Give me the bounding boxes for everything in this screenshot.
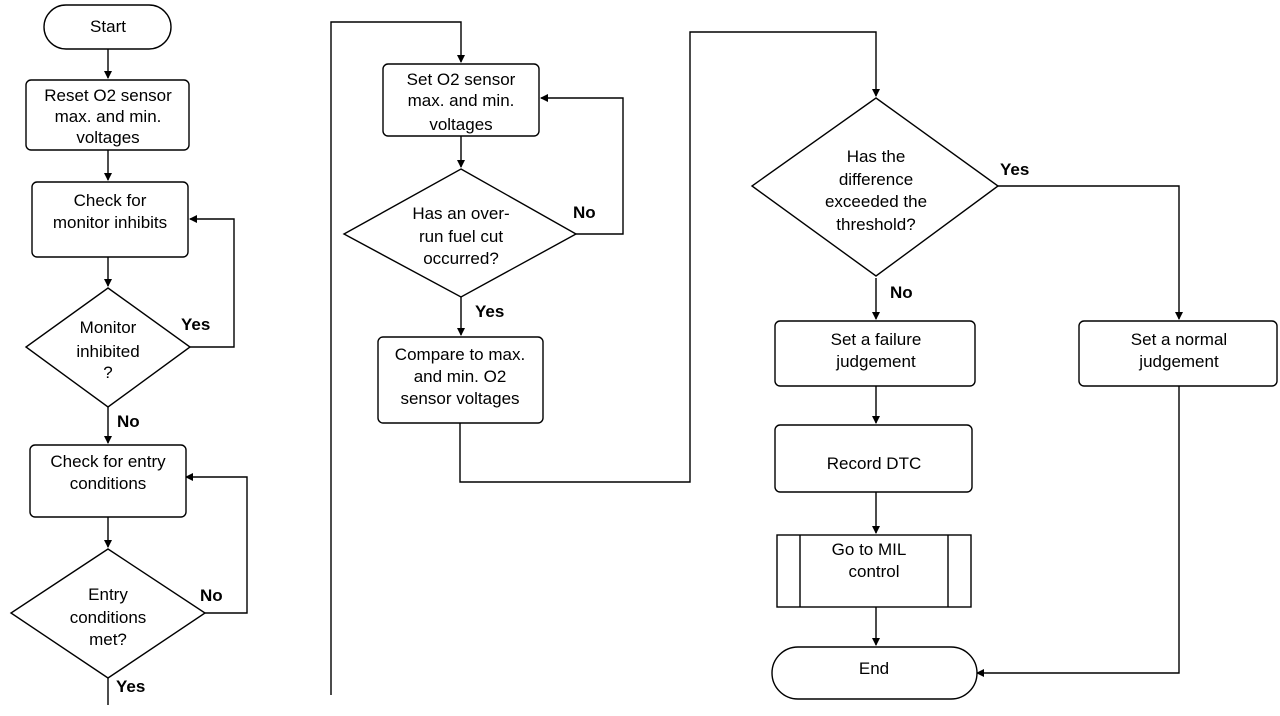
normal-judgement-label-line-2: judgement xyxy=(1138,352,1219,371)
compare-box xyxy=(377,336,544,424)
node-mil-control: Go to MIL control xyxy=(776,534,972,608)
connector-entry-no-loop xyxy=(185,473,248,614)
check-entry-label-line-2: conditions xyxy=(70,474,147,493)
reset-o2-box xyxy=(25,79,190,151)
end-terminator xyxy=(771,646,978,700)
connector-continue-into-set-o2 xyxy=(330,21,465,695)
threshold-label-line-1: Has the xyxy=(847,147,906,166)
compare-label-line-3: sensor voltages xyxy=(400,389,519,408)
node-normal-judgement: Set a normal judgement xyxy=(1078,320,1278,387)
check-inhibits-label-line-2: monitor inhibits xyxy=(53,213,167,232)
monitor-inhibited-label-line-3: ? xyxy=(103,363,112,382)
monitor-inhibited-yes-label: Yes xyxy=(181,315,210,334)
node-failure-judgement: Set a failure judgement xyxy=(774,320,976,387)
monitor-inhibited-diamond xyxy=(24,287,192,408)
monitor-inhibited-no-label: No xyxy=(117,412,140,431)
set-o2-label-line-3: voltages xyxy=(429,115,492,134)
start-terminator xyxy=(43,4,172,50)
threshold-diamond xyxy=(750,97,1000,277)
monitor-inhibited-label-line-2: inhibited xyxy=(76,342,139,361)
entry-met-yes-label: Yes xyxy=(116,677,145,696)
fuel-cut-yes-label: Yes xyxy=(475,302,504,321)
threshold-label-line-3: exceeded the xyxy=(825,192,927,211)
check-inhibits-label-line-1: Check for xyxy=(74,191,147,210)
check-entry-label-line-1: Check for entry xyxy=(50,452,166,471)
node-threshold: Has the difference exceeded the threshol… xyxy=(750,97,1000,277)
check-inhibits-box xyxy=(31,181,189,258)
threshold-yes-label: Yes xyxy=(1000,160,1029,179)
reset-o2-label-line-3: voltages xyxy=(76,128,139,147)
fuel-cut-diamond xyxy=(342,168,578,298)
start-label: Start xyxy=(90,17,126,36)
compare-label-line-1: Compare to max. xyxy=(395,345,525,364)
fuel-cut-label-line-1: Has an over- xyxy=(412,204,509,223)
set-o2-box xyxy=(382,63,540,137)
threshold-no-label: No xyxy=(890,283,913,302)
connector-inhibited-yes-loop xyxy=(189,215,235,348)
node-check-entry: Check for entry conditions xyxy=(29,444,187,518)
normal-judgement-label-line-1: Set a normal xyxy=(1131,330,1227,349)
set-o2-label-line-2: max. and min. xyxy=(408,91,515,110)
fuel-cut-no-label: No xyxy=(573,203,596,222)
reset-o2-label-line-1: Reset O2 sensor xyxy=(44,86,172,105)
entry-met-no-label: No xyxy=(200,586,223,605)
entry-met-label-line-3: met? xyxy=(89,630,127,649)
failure-judgement-label-line-2: judgement xyxy=(835,352,916,371)
node-end: End xyxy=(771,646,978,700)
node-record-dtc: Record DTC xyxy=(774,424,973,493)
fuel-cut-label-line-2: run fuel cut xyxy=(419,227,503,246)
connector-compare-to-threshold xyxy=(459,31,880,483)
node-compare: Compare to max. and min. O2 sensor volta… xyxy=(377,336,544,424)
node-entry-met: Entry conditions met? xyxy=(9,548,207,679)
node-set-o2: Set O2 sensor max. and min. voltages xyxy=(382,63,540,137)
entry-met-label-line-1: Entry xyxy=(88,585,128,604)
connector-fuel-cut-no-loop xyxy=(540,94,624,235)
node-monitor-inhibited: Monitor inhibited ? xyxy=(24,287,192,408)
end-label: End xyxy=(859,659,889,678)
failure-judgement-box xyxy=(774,320,976,387)
entry-met-diamond xyxy=(9,548,207,679)
record-dtc-label: Record DTC xyxy=(827,454,921,473)
node-start: Start xyxy=(43,4,172,50)
mil-control-label-line-2: control xyxy=(848,562,899,581)
connector-normal-to-end xyxy=(976,386,1180,677)
reset-o2-label-line-2: max. and min. xyxy=(55,107,162,126)
compare-label-line-2: and min. O2 xyxy=(414,367,507,386)
check-entry-box xyxy=(29,444,187,518)
connector-threshold-yes-to-normal xyxy=(998,185,1183,320)
normal-judgement-box xyxy=(1078,320,1278,387)
connectors xyxy=(104,21,1183,705)
node-reset-o2: Reset O2 sensor max. and min. voltages xyxy=(25,79,190,151)
threshold-label-line-2: difference xyxy=(839,170,913,189)
entry-met-label-line-2: conditions xyxy=(70,608,147,627)
node-fuel-cut: Has an over- run fuel cut occurred? xyxy=(342,168,578,298)
monitor-inhibited-label-line-1: Monitor xyxy=(80,318,137,337)
failure-judgement-label-line-1: Set a failure xyxy=(831,330,922,349)
mil-control-label-line-1: Go to MIL xyxy=(832,540,907,559)
mil-control-box xyxy=(776,534,972,608)
set-o2-label-line-1: Set O2 sensor xyxy=(407,70,516,89)
fuel-cut-label-line-3: occurred? xyxy=(423,249,499,268)
record-dtc-box xyxy=(774,424,973,493)
threshold-label-line-4: threshold? xyxy=(836,215,915,234)
node-check-inhibits: Check for monitor inhibits xyxy=(31,181,189,258)
